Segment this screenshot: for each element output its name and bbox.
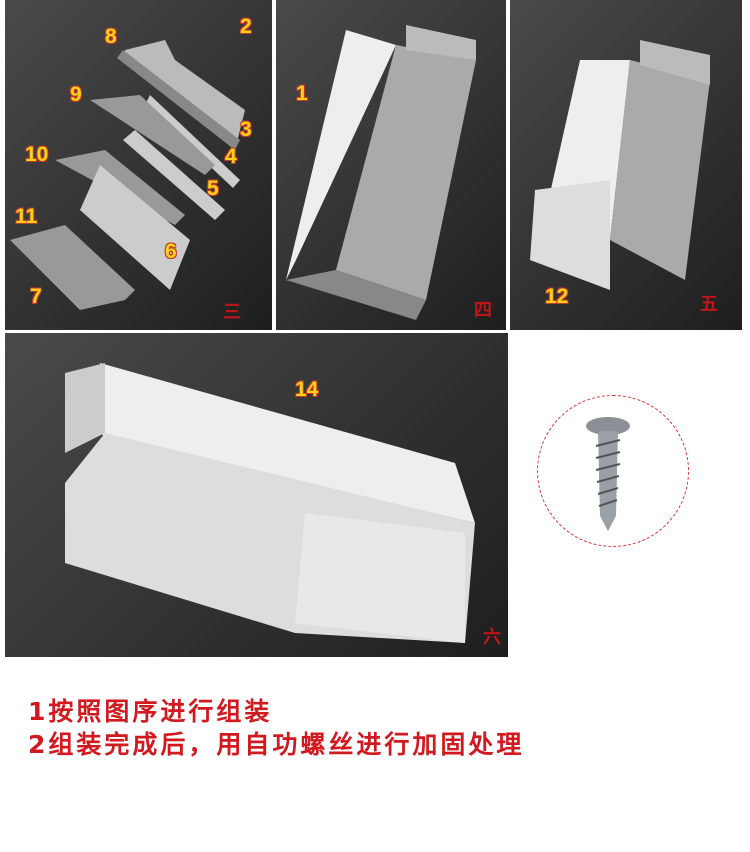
step-4-panel: 1 四 (276, 0, 506, 330)
part-label: 8 (105, 25, 117, 48)
screw-detail-callout (537, 395, 689, 547)
part-label: 11 (15, 205, 38, 228)
exploded-parts-illustration (10, 40, 245, 310)
instruction-line-1: 1按照图序进行组装 (28, 697, 273, 726)
instruction-line-2: 2组装完成后，用自功螺丝进行加固处理 (28, 730, 525, 759)
part-label: 1 (296, 82, 308, 105)
part-label: 3 (240, 118, 252, 141)
part-label: 10 (25, 143, 49, 166)
step-number: 五 (700, 294, 718, 315)
assembled-cabinet-illustration (65, 363, 475, 643)
part-label: 14 (295, 378, 319, 401)
step-number: 四 (474, 300, 492, 321)
step-6-panel: 14 六 (5, 333, 508, 657)
part-label: 6 (165, 240, 177, 263)
part-label: 7 (30, 285, 42, 308)
shelf-frame-illustration (286, 25, 476, 320)
part-label: 2 (240, 15, 252, 38)
screw-icon (586, 417, 630, 531)
shelf-with-door-illustration (530, 40, 710, 290)
part-label: 4 (225, 145, 237, 168)
step-3-panel: 8 2 9 3 10 4 5 11 6 7 三 (5, 0, 272, 330)
part-label: 9 (70, 83, 82, 106)
step-5-panel: 12 五 (510, 0, 742, 330)
part-label: 12 (545, 285, 569, 308)
step-number: 三 (223, 302, 241, 323)
step-number: 六 (483, 627, 501, 648)
part-label: 5 (207, 177, 219, 200)
